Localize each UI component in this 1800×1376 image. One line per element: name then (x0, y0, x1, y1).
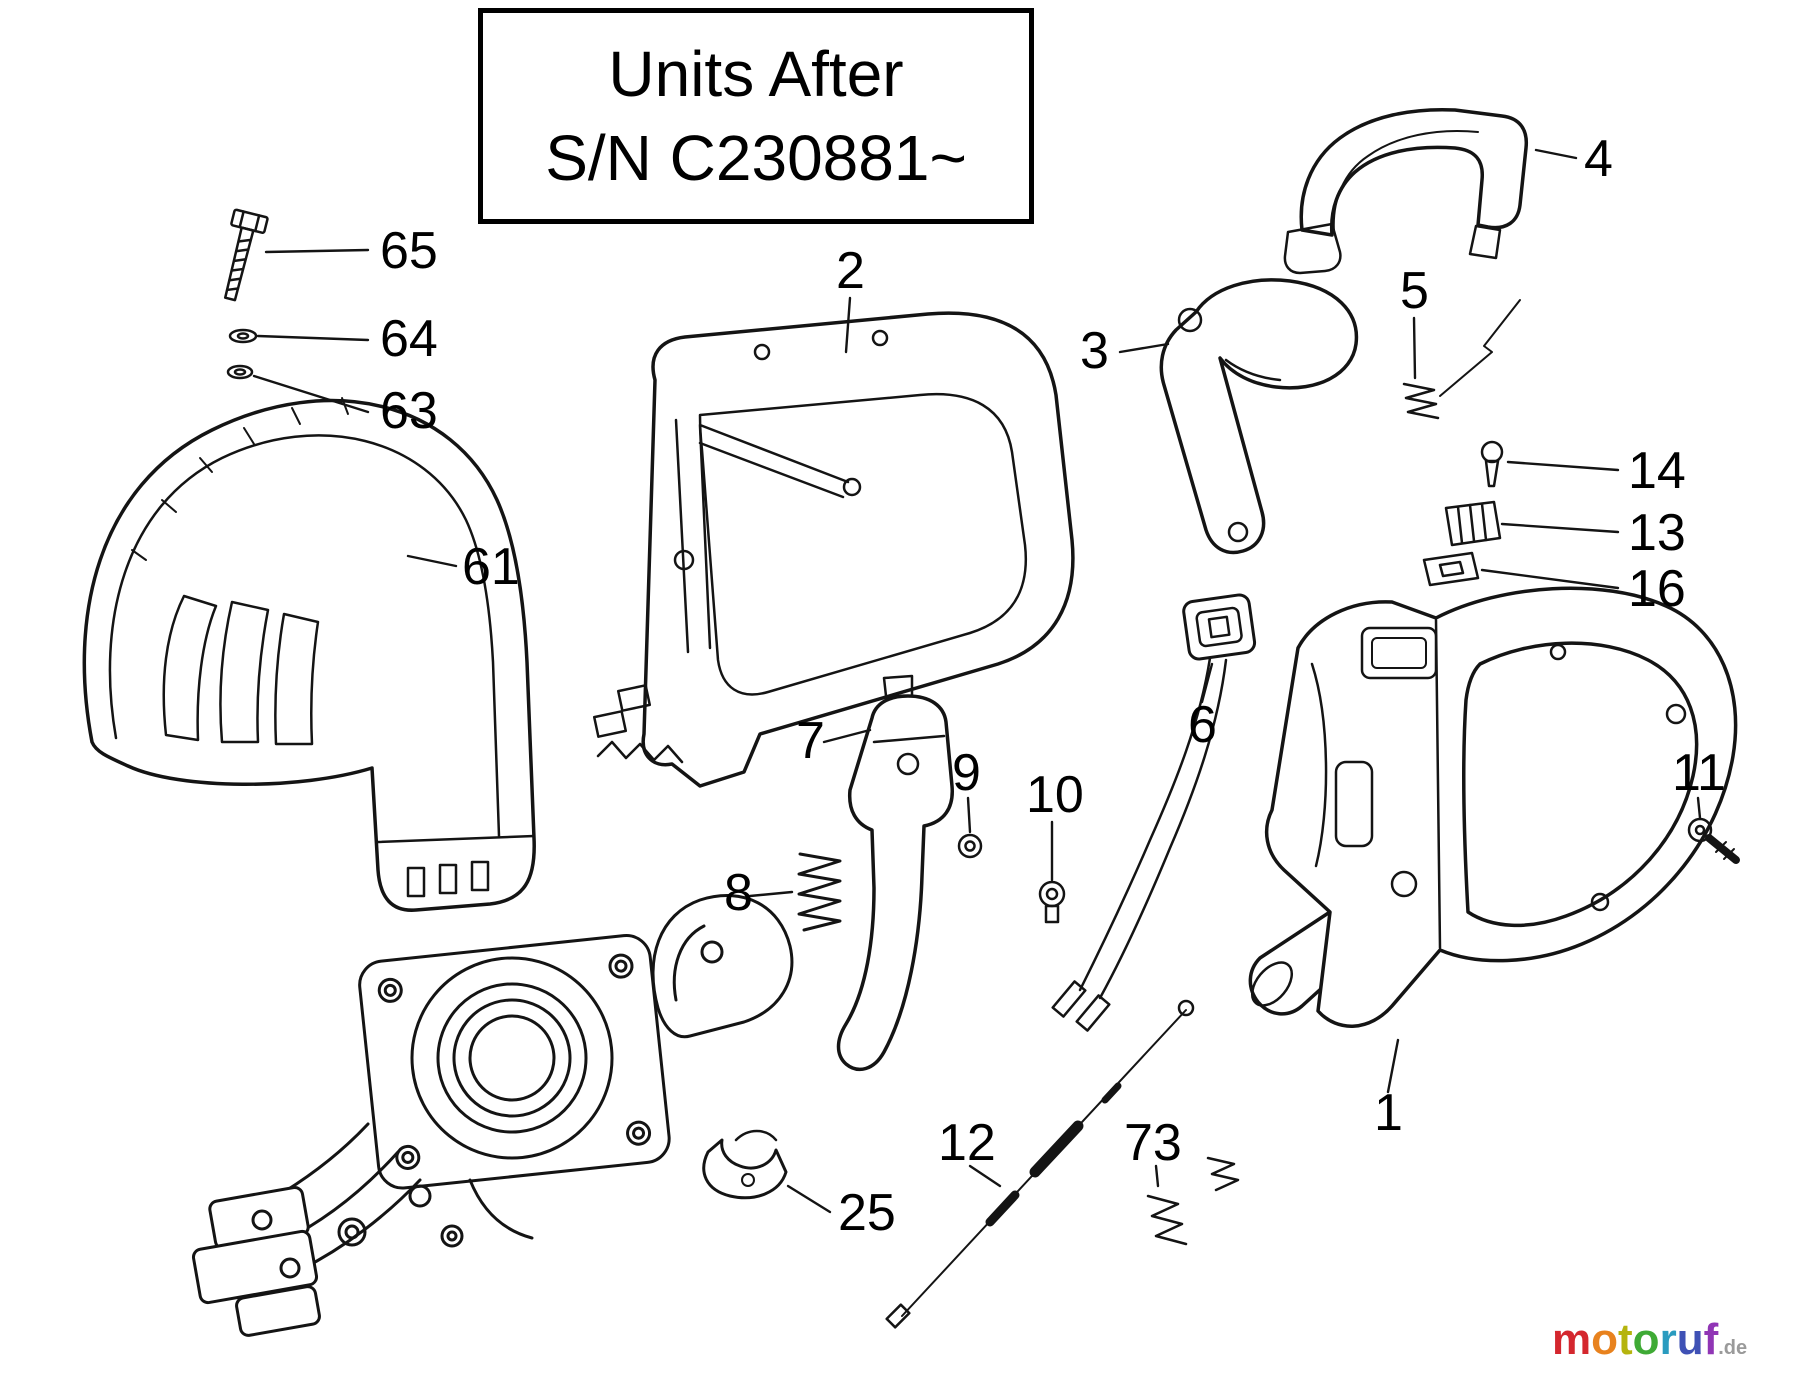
part-8-spring-drawing (797, 852, 842, 932)
part-2-housing-drawing (592, 311, 1075, 788)
leader-9 (966, 796, 972, 834)
part-label-13: 13 (1628, 504, 1686, 562)
part-10-screw-drawing (1038, 880, 1066, 924)
logo-tld: .de (1718, 1337, 1748, 1359)
motoruf-logo: m o t o r u f .de (1552, 1318, 1747, 1362)
part-25-clip-drawing (702, 1129, 788, 1200)
part-label-9: 9 (952, 744, 981, 802)
leader-5 (1412, 316, 1417, 380)
part-73-spring-drawing (1146, 1156, 1240, 1246)
logo-letter-m: m (1552, 1315, 1592, 1364)
part-label-6: 6 (1188, 696, 1217, 754)
leader-25 (786, 1184, 832, 1214)
leader-11 (1696, 796, 1702, 820)
logo-letter-t: t (1618, 1315, 1633, 1364)
part-1-housing-drawing (1248, 586, 1738, 1028)
part-label-61: 61 (462, 538, 520, 596)
title-box: Units After S/N C230881~ (478, 8, 1034, 224)
part-label-3: 3 (1080, 322, 1109, 380)
part-label-65: 65 (380, 222, 438, 280)
part-3-arm-drawing (1159, 278, 1359, 555)
logo-letter-o2: o (1632, 1315, 1660, 1364)
leader-8 (748, 890, 794, 898)
part-9-washer-drawing (957, 833, 983, 859)
part-label-64: 64 (380, 310, 438, 368)
leader-6 (1200, 662, 1214, 704)
leader-14 (1506, 460, 1620, 472)
part-label-25: 25 (838, 1184, 896, 1242)
leader-13 (1500, 522, 1620, 534)
part-label-16: 16 (1628, 560, 1686, 618)
part-16-plate-drawing (1422, 551, 1480, 587)
leader-12 (968, 1164, 1002, 1188)
part-label-14: 14 (1628, 442, 1686, 500)
logo-letter-r: r (1659, 1315, 1677, 1364)
leader-7 (822, 728, 872, 744)
part-64-washer-drawing (228, 328, 258, 344)
part-5-spring-drawing (1402, 299, 1521, 420)
title-line-2: S/N C230881~ (545, 122, 967, 194)
part-labels: 65 64 63 61 2 3 4 5 14 13 16 6 7 9 10 11… (380, 130, 1726, 1242)
leader-64 (256, 334, 370, 342)
part-12-cable-drawing (885, 999, 1195, 1329)
leader-65 (264, 248, 370, 254)
part-label-63: 63 (380, 382, 438, 440)
logo-letter-u: u (1676, 1315, 1704, 1364)
leader-73 (1154, 1164, 1160, 1188)
gearbox-housing-drawing (651, 894, 794, 1039)
leader-63 (252, 374, 370, 414)
part-61-handle-drawing (82, 397, 536, 912)
leader-lines (252, 148, 1702, 1214)
part-label-73: 73 (1124, 1114, 1182, 1172)
logo-letter-f: f (1703, 1315, 1719, 1364)
part-label-7: 7 (796, 712, 825, 770)
leader-1 (1386, 1038, 1400, 1094)
part-label-1: 1 (1374, 1084, 1403, 1142)
part-14-screw-drawing (1480, 440, 1504, 488)
part-4-bracket-drawing (1283, 107, 1529, 275)
part-6-switch-drawing (1051, 593, 1257, 1032)
part-label-10: 10 (1026, 766, 1084, 824)
part-label-8: 8 (724, 864, 753, 922)
leader-2 (844, 296, 852, 354)
part-65-bolt-drawing (223, 208, 269, 302)
part-label-5: 5 (1400, 262, 1429, 320)
part-label-4: 4 (1584, 130, 1613, 188)
part-63-washer-drawing (226, 364, 254, 380)
leader-4 (1534, 148, 1578, 160)
part-label-12: 12 (938, 1114, 996, 1172)
leader-16 (1480, 568, 1620, 590)
part-label-2: 2 (836, 242, 865, 300)
part-label-11: 11 (1672, 744, 1726, 802)
gearbox-arm-drawing (191, 1122, 534, 1337)
logo-letter-o1: o (1591, 1315, 1619, 1364)
part-13-block-drawing (1444, 500, 1502, 547)
title-line-1: Units After (608, 38, 904, 110)
leader-3 (1118, 342, 1170, 354)
leader-61 (406, 554, 458, 568)
gearbox-plate-drawing (358, 934, 671, 1190)
part-7-trigger-drawing (836, 674, 954, 1072)
